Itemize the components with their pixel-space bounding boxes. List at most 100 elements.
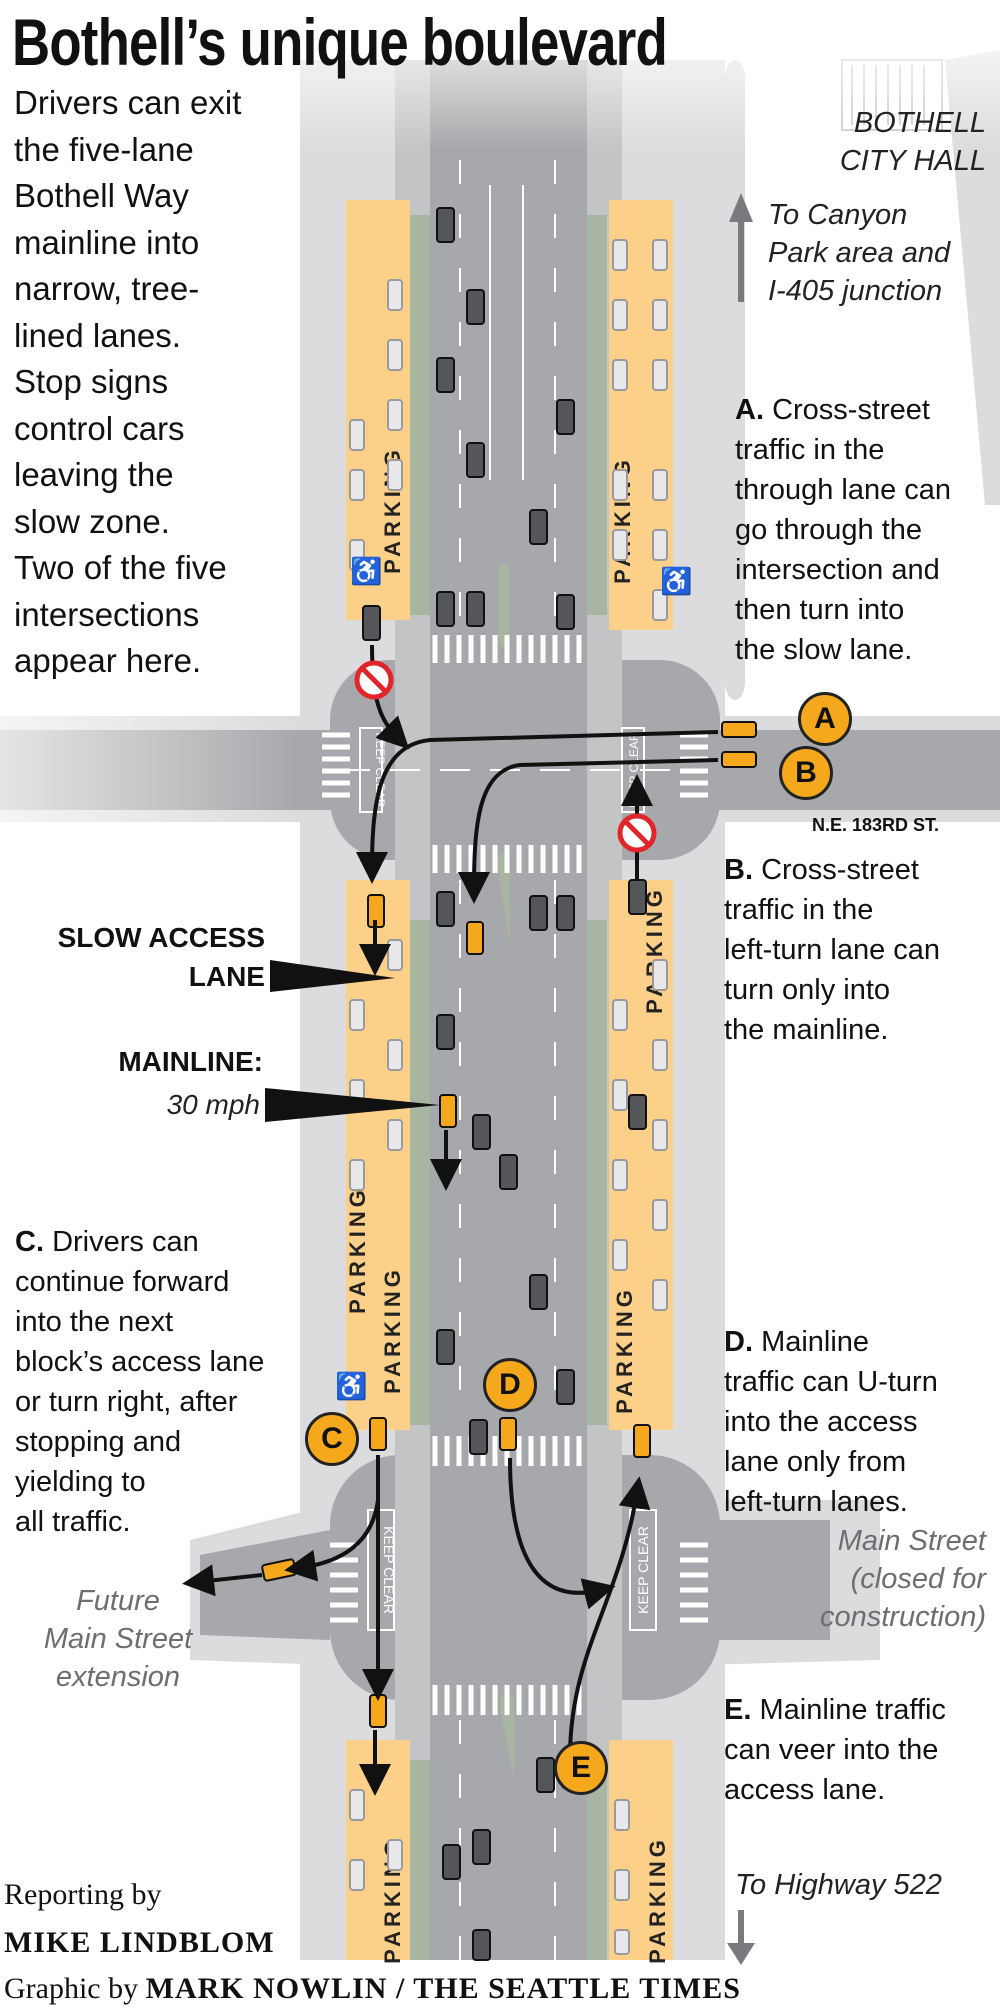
route-arrows [182, 644, 719, 1796]
intro-line: narrow, tree- [14, 270, 200, 307]
accessible-parking-icon: ♿ [335, 1371, 367, 1401]
south-arrow-icon [727, 1910, 755, 1965]
intro-text: Drivers can exit the five-lane Bothell W… [14, 80, 241, 685]
note-b: B. Cross-street traffic in the left-turn… [724, 850, 940, 1050]
north-direction-label: To Canyon Park area and I-405 junction [768, 196, 950, 310]
intro-line: lined lanes. [14, 316, 181, 354]
label-line: Main Street [837, 1525, 986, 1557]
note-line: then turn into [735, 594, 905, 626]
graphic-credit-prefix: Graphic by [4, 1972, 139, 2005]
keep-clear-markings [359, 727, 657, 1631]
note-line: the slow lane. [735, 634, 913, 666]
note-line: lane only from [724, 1446, 907, 1478]
intro-line: Stop signs [14, 363, 169, 400]
badge-d: D [483, 1358, 537, 1412]
main-street [700, 1520, 830, 1640]
parked-cars [349, 239, 668, 1955]
accessible-parking-icon: ♿ [350, 556, 382, 586]
badge-a: A [798, 692, 852, 746]
intro-line: slow zone. [14, 502, 170, 540]
keep-clear-label: KEEP CLEAR [381, 1526, 397, 1614]
keep-clear-label: KEEP CLEAR [635, 1526, 651, 1614]
note-letter: A. [735, 394, 764, 426]
slow-lane-pointer [270, 960, 395, 992]
main-street-closed-label: Main Street (closed for construction) [820, 1522, 986, 1636]
parking-label: PARKING [645, 1836, 670, 1964]
no-entry-icon [354, 660, 394, 700]
note-line: through lane can [735, 474, 952, 506]
keep-clear-label: KEEP CLEAR [373, 732, 387, 807]
note-line: stopping and [15, 1426, 182, 1458]
note-line: Cross-street [772, 394, 930, 426]
badge-c: C [305, 1412, 359, 1466]
badge-e: E [554, 1741, 608, 1795]
reporter-name-text: MIKE LINDBLOM [4, 1926, 275, 1959]
crosswalks [322, 635, 708, 1715]
note-line: access lane. [724, 1774, 886, 1806]
note-line: intersection and [735, 554, 940, 586]
badge-b: B [779, 746, 833, 800]
intro-line: mainline into [14, 223, 200, 261]
tree-medians [410, 215, 607, 1960]
direction-line: Park area and [768, 237, 951, 269]
note-line: go through the [735, 514, 923, 546]
label-line: Future [76, 1585, 160, 1617]
city-hall-line: BOTHELL [853, 107, 986, 139]
mainline-label: MAINLINE: [118, 1046, 263, 1077]
note-line: traffic in the [724, 894, 874, 926]
no-entry-icon [617, 813, 657, 853]
note-e: E. Mainline traffic can veer into the ac… [724, 1690, 946, 1810]
intro-line: Bothell Way [14, 177, 189, 214]
intro-line: leaving the [14, 456, 174, 493]
note-letter: D. [724, 1326, 753, 1358]
note-line: Drivers can [52, 1226, 199, 1258]
label-line: (closed for [850, 1563, 986, 1595]
label-line: extension [55, 1661, 181, 1693]
north-arrow-icon [729, 193, 753, 302]
parking-label: PARKING [345, 1186, 370, 1314]
note-line: continue forward [15, 1266, 230, 1298]
city-hall-line: CITY HALL [839, 145, 986, 177]
cross-street-label: N.E. 183RD ST. [812, 815, 940, 835]
parking-label: PARKING [380, 1266, 405, 1394]
note-line: can veer into the [724, 1734, 939, 1766]
note-line: Cross-street [761, 854, 919, 886]
intro-line: intersections [14, 595, 200, 633]
note-line: all traffic. [15, 1506, 131, 1538]
label-line: SLOW ACCESS [57, 922, 265, 953]
direction-line: To Canyon [768, 199, 908, 231]
reporting-credit-prefix: Reporting by [4, 1878, 162, 1911]
note-line: left-turn lane can [724, 934, 941, 966]
slow-access-lane-label: SLOW ACCESS LANE [58, 918, 265, 996]
note-a: A. Cross-street traffic in the through l… [735, 390, 951, 670]
note-line: or turn right, after [15, 1386, 238, 1418]
note-line: turn only into [724, 974, 891, 1006]
intro-line: appear here. [14, 642, 202, 679]
intro-line: control cars [14, 409, 185, 447]
bothell-way-mainline[interactable] [430, 60, 587, 1960]
lane-markings [459, 160, 556, 1960]
mainline-speed: 30 mph [166, 1089, 260, 1120]
future-main-street-label: Future Main Street extension [28, 1582, 208, 1696]
graphic-author: MARK NOWLIN / THE SEATTLE TIMES [145, 1972, 741, 2005]
note-line: left-turn lanes. [724, 1486, 908, 1518]
note-line: into the next [15, 1306, 173, 1338]
mainline-pointer [265, 1088, 440, 1122]
note-letter: B. [724, 854, 753, 886]
note-letter: C. [15, 1226, 44, 1258]
note-line: into the access [724, 1406, 918, 1438]
note-line: traffic in the [735, 434, 885, 466]
note-line: traffic can U-turn [724, 1366, 938, 1398]
intro-line: the five-lane [14, 130, 194, 168]
note-line: Mainline [761, 1326, 870, 1358]
city-hall-label: BOTHELL CITY HALL [840, 104, 986, 180]
page-title: Bothell’s unique boulevard [12, 5, 668, 79]
note-line: Mainline traffic [759, 1694, 946, 1726]
mainline-cars [362, 207, 647, 1961]
note-c: C. Drivers can continue forward into the… [15, 1222, 264, 1542]
direction-line: I-405 junction [768, 275, 943, 307]
note-line: the mainline. [724, 1014, 889, 1046]
intro-line: Two of the five [14, 549, 227, 586]
label-line: LANE [188, 961, 265, 992]
